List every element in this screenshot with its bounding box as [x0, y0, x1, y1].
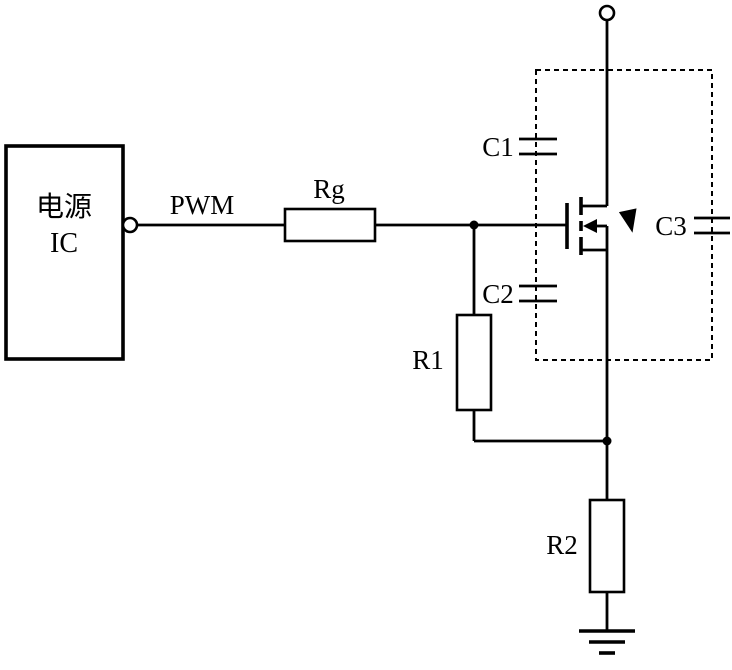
r1-branch: R1 — [412, 225, 607, 443]
c2-label: C2 — [482, 279, 514, 309]
r2-resistor-body — [588, 498, 626, 594]
c1-capacitor: C1 — [482, 132, 557, 162]
r1-label: R1 — [412, 345, 444, 375]
power-ic-block: 电源 IC — [4, 144, 139, 361]
power-ic-label-line1: 电源 — [36, 191, 92, 223]
mosfet — [565, 197, 637, 255]
top-terminal — [598, 4, 616, 22]
rg-label: Rg — [313, 174, 345, 204]
power-ic-box — [4, 144, 125, 361]
pwm-label: PWM — [170, 190, 235, 220]
r2-branch: R2 — [546, 498, 626, 630]
c2-capacitor: C2 — [482, 279, 557, 309]
rg-resistor-body — [283, 207, 377, 243]
c3-label: C3 — [655, 211, 687, 241]
r2-label: R2 — [546, 530, 578, 560]
mosfet-body-arrow-icon — [583, 219, 597, 233]
c3-capacitor: C3 — [655, 211, 730, 241]
body-diode-icon — [618, 208, 637, 233]
ground-icon — [579, 629, 635, 655]
dashed-boundary — [535, 69, 713, 361]
ic-output-terminal — [121, 216, 139, 234]
r1-resistor-body — [455, 313, 493, 412]
c1-label: C1 — [482, 132, 514, 162]
power-ic-label-line2: IC — [50, 228, 78, 259]
rg-resistor: Rg — [283, 174, 377, 243]
